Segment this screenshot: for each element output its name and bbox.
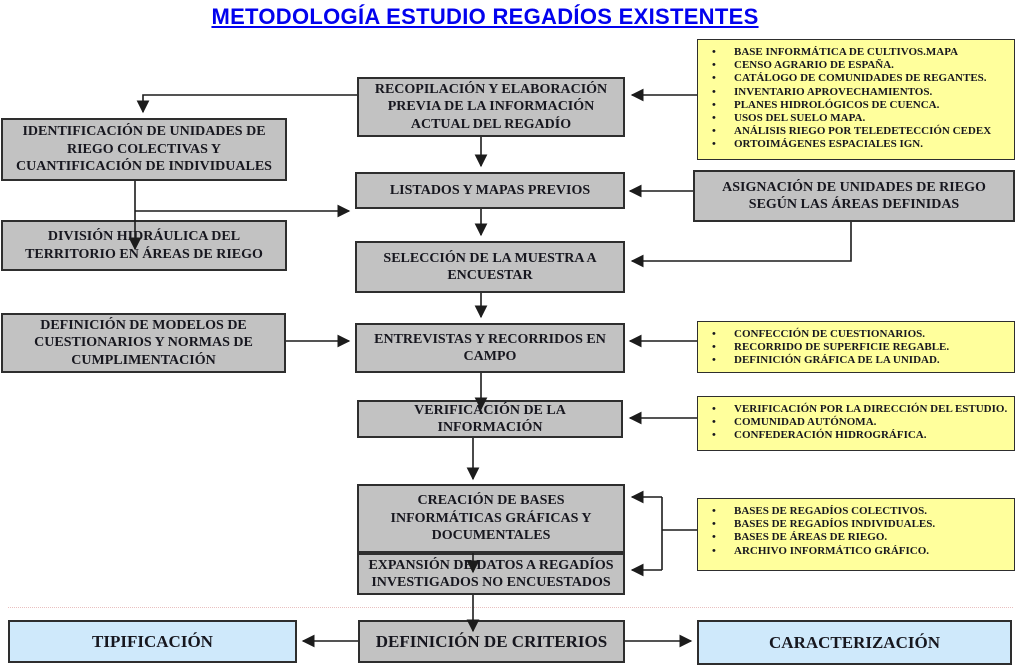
box-division-label: DIVISIÓN HIDRÁULICA DEL TERRITORIO EN ÁR… — [25, 229, 263, 262]
box-recopilacion-previa: RECOPILACIÓN Y ELABORACIÓN PREVIA DE LA … — [357, 77, 625, 137]
note-item-label: CONFECCIÓN DE CUESTIONARIOS. — [734, 328, 926, 340]
bullet-icon: • — [712, 72, 716, 85]
note-item: • USOS DEL SUELO MAPA. — [710, 112, 1010, 125]
note-verificadores-list: • VERIFICACIÓN POR LA DIRECCIÓN DEL ESTUD… — [698, 397, 1014, 443]
note-item-label: PLANES HIDROLÓGICOS DE CUENCA. — [734, 98, 940, 111]
note-item: • BASE INFORMÁTICA DE CULTIVOS.MAPA — [710, 46, 1010, 59]
note-item-label: CONFEDERACIÓN HIDROGRÁFICA. — [734, 429, 927, 442]
note-bases-resultantes: • BASES DE REGADÍOS COLECTIVOS. • BASES DE… — [697, 498, 1015, 571]
bullet-icon: • — [712, 403, 716, 415]
box-seleccion-label: SELECCIÓN DE LA MUESTRA A ENCUESTAR — [383, 250, 597, 283]
box-tipificacion-label: TIPIFICACIÓN — [92, 631, 213, 651]
box-identificacion-label: IDENTIFICACIÓN DE UNIDADES DE RIEGO COLE… — [16, 124, 272, 175]
box-creacion-label: CREACIÓN DE BASES INFORMÁTICAS GRÁFICAS … — [390, 493, 592, 544]
box-identificacion-unidades: IDENTIFICACIÓN DE UNIDADES DE RIEGO COLE… — [1, 118, 287, 181]
bullet-icon: • — [712, 518, 716, 531]
note-item: • ORTOIMÁGENES ESPACIALES IGN. — [710, 138, 1010, 151]
box-entrevistas-label: ENTREVISTAS Y RECORRIDOS EN CAMPO — [374, 331, 606, 364]
note-item-label: BASES DE ÁREAS DE RIEGO. — [734, 531, 888, 544]
box-creacion-bases: CREACIÓN DE BASES INFORMÁTICAS GRÁFICAS … — [357, 484, 625, 553]
note-fuentes-list: • BASE INFORMÁTICA DE CULTIVOS.MAPA • CENS… — [698, 40, 1014, 152]
note-item-label: DEFINICIÓN GRÁFICA DE LA UNIDAD. — [734, 354, 940, 367]
box-definicion-criterios: DEFINICIÓN DE CRITERIOS — [358, 620, 625, 663]
note-item-label: ARCHIVO INFORMÁTICO GRÁFICO. — [734, 544, 930, 557]
box-recopilacion-label: RECOPILACIÓN Y ELABORACIÓN PREVIA DE LA … — [374, 81, 608, 132]
bullet-icon: • — [712, 505, 716, 517]
bullet-icon: • — [712, 59, 716, 72]
box-tipificacion: TIPIFICACIÓN — [8, 620, 297, 663]
bullet-icon: • — [712, 98, 716, 111]
box-listados-label: LISTADOS Y MAPAS PREVIOS — [389, 182, 591, 198]
note-item: • ANÁLISIS RIEGO POR TELEDETECCIÓN CEDEX — [710, 125, 1010, 138]
box-entrevistas-recorridos: ENTREVISTAS Y RECORRIDOS EN CAMPO — [355, 323, 625, 373]
bullet-icon: • — [712, 138, 716, 151]
box-asignacion-unidades: ASIGNACIÓN DE UNIDADES DE RIEGO SEGÚN LA… — [693, 170, 1015, 222]
bullet-icon: • — [712, 544, 716, 557]
box-seleccion-muestra: SELECCIÓN DE LA MUESTRA A ENCUESTAR — [355, 241, 625, 293]
bullet-icon: • — [712, 85, 716, 98]
note-fuentes-informacion: • BASE INFORMÁTICA DE CULTIVOS.MAPA • CENS… — [697, 39, 1015, 160]
note-item-label: VERIFICACIÓN POR LA DIRECCIÓN DEL ESTUDI… — [734, 403, 1008, 415]
note-item: • CONFEDERACIÓN HIDROGRÁFICA. — [710, 429, 1010, 442]
note-item-label: BASES DE REGADÍOS COLECTIVOS. — [734, 505, 927, 517]
box-expansion-label: EXPANSIÓN DE DATOS A REGADÍOS INVESTIGAD… — [368, 557, 614, 590]
box-definicion-modelos: DEFINICIÓN DE MODELOS DE CUESTIONARIOS Y… — [1, 313, 286, 373]
note-item-label: BASE INFORMÁTICA DE CULTIVOS.MAPA — [734, 46, 959, 58]
box-caracterizacion-label: CARACTERIZACIÓN — [769, 632, 940, 652]
note-item-label: CENSO AGRARIO DE ESPAÑA. — [734, 59, 894, 72]
arrow-recopilacion-to-identificacion — [136, 94, 357, 114]
note-bases-list: • BASES DE REGADÍOS COLECTIVOS. • BASES DE… — [698, 499, 1014, 558]
box-division-hidraulica: DIVISIÓN HIDRÁULICA DEL TERRITORIO EN ÁR… — [1, 220, 287, 271]
bullet-icon: • — [712, 341, 716, 354]
note-item-label: CATÁLOGO DE COMUNIDADES DE REGANTES. — [734, 72, 987, 85]
bullet-icon: • — [712, 46, 716, 58]
note-item: • BASES DE REGADÍOS INDIVIDUALES. — [710, 518, 1010, 531]
note-item-label: ANÁLISIS RIEGO POR TELEDETECCIÓN CEDEX — [734, 125, 992, 138]
bullet-icon: • — [712, 354, 716, 367]
note-item: • COMUNIDAD AUTÓNOMA. — [710, 416, 1010, 429]
scan-artifact-line — [8, 607, 1013, 608]
note-item-label: ORTOIMÁGENES ESPACIALES IGN. — [734, 138, 923, 151]
note-item-label: USOS DEL SUELO MAPA. — [734, 112, 866, 125]
note-item: • RECORRIDO DE SUPERFICIE REGABLE. — [710, 341, 1010, 354]
note-verificadores: • VERIFICACIÓN POR LA DIRECCIÓN DEL ESTUD… — [697, 396, 1015, 451]
note-item-label: RECORRIDO DE SUPERFICIE REGABLE. — [734, 341, 950, 354]
note-campo-list: • CONFECCIÓN DE CUESTIONARIOS. • RECORRIDO… — [698, 322, 1014, 368]
note-item: • DEFINICIÓN GRÁFICA DE LA UNIDAD. — [710, 354, 1010, 367]
note-item: • INVENTARIO APROVECHAMIENTOS. — [710, 86, 1010, 99]
bullet-icon: • — [712, 416, 716, 429]
bullet-icon: • — [712, 328, 716, 340]
box-definicion-modelos-label: DEFINICIÓN DE MODELOS DE CUESTIONARIOS Y… — [34, 317, 253, 368]
note-item-label: BASES DE REGADÍOS INDIVIDUALES. — [734, 518, 936, 531]
bullet-icon: • — [712, 531, 716, 544]
box-listados-mapas: LISTADOS Y MAPAS PREVIOS — [355, 172, 625, 209]
page-title: METODOLOGÍA ESTUDIO REGADÍOS EXISTENTES — [211, 4, 759, 29]
note-item-label: INVENTARIO APROVECHAMIENTOS. — [734, 85, 933, 98]
note-trabajo-campo: • CONFECCIÓN DE CUESTIONARIOS. • RECORRIDO… — [697, 321, 1015, 373]
bullet-icon: • — [712, 125, 716, 138]
box-definicion-criterios-label: DEFINICIÓN DE CRITERIOS — [375, 631, 608, 651]
note-item-label: COMUNIDAD AUTÓNOMA. — [734, 416, 877, 429]
box-verificacion-informacion: VERIFICACIÓN DE LA INFORMACIÓN — [357, 400, 623, 438]
note-item: • BASES DE REGADÍOS COLECTIVOS. — [710, 505, 1010, 518]
box-verificacion-label: VERIFICACIÓN DE LA INFORMACIÓN — [414, 402, 566, 435]
box-asignacion-label: ASIGNACIÓN DE UNIDADES DE RIEGO SEGÚN LA… — [722, 179, 986, 212]
note-item: • VERIFICACIÓN POR LA DIRECCIÓN DEL ESTUD… — [710, 403, 1010, 416]
arrow-asignacion-to-seleccion — [630, 222, 852, 268]
bullet-icon: • — [712, 112, 716, 125]
note-item: • CATÁLOGO DE COMUNIDADES DE REGANTES. — [710, 72, 1010, 85]
note-item: • PLANES HIDROLÓGICOS DE CUENCA. — [710, 99, 1010, 112]
note-item: • BASES DE ÁREAS DE RIEGO. — [710, 531, 1010, 544]
box-expansion-datos: EXPANSIÓN DE DATOS A REGADÍOS INVESTIGAD… — [357, 553, 625, 595]
note-item: • ARCHIVO INFORMÁTICO GRÁFICO. — [710, 545, 1010, 558]
bullet-icon: • — [712, 429, 716, 442]
note-item: • CONFECCIÓN DE CUESTIONARIOS. — [710, 328, 1010, 341]
box-caracterizacion: CARACTERIZACIÓN — [697, 620, 1012, 665]
note-item: • CENSO AGRARIO DE ESPAÑA. — [710, 59, 1010, 72]
